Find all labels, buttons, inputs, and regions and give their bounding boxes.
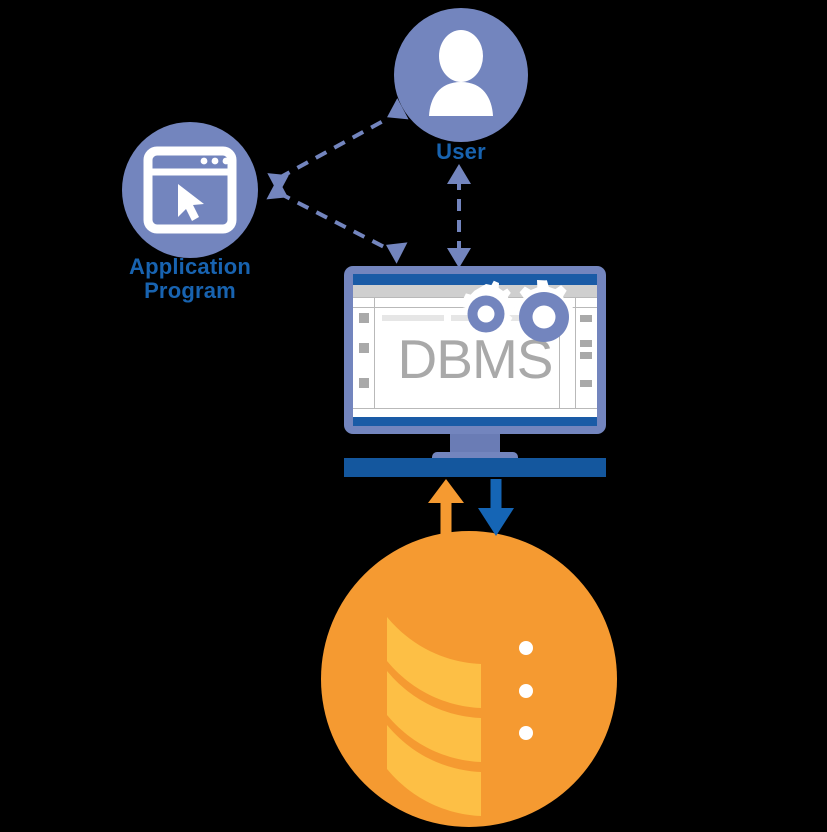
connector-user-to-dbms [447,164,471,268]
database-dot [519,641,533,655]
desk-bar [344,458,606,477]
node-dbms-monitor[interactable]: DBMS [344,266,606,434]
user-avatar-icon [429,30,493,116]
screen-field [487,315,542,321]
node-user[interactable] [394,8,528,142]
connector-database-read [428,479,464,556]
dbms-label: DBMS [397,328,554,390]
connector-application-to-dbms [266,178,408,264]
screen-titlebar [353,274,597,285]
screen-column-divider [559,297,560,409]
screen-left-chip [359,378,369,388]
screen-right-chip [580,352,592,359]
screen-column-divider [575,297,576,409]
screen-left-chip [359,313,369,323]
connector-user-to-application [267,98,409,195]
screen-right-chip [580,380,592,387]
screen-rule [353,408,597,409]
gear-large-icon [514,280,573,342]
node-application-program-label: Application Program [129,254,251,303]
screen-right-chip [580,340,592,347]
dbms-screen: DBMS [353,274,597,426]
application-window-cursor-icon [143,146,237,234]
node-application-program[interactable] [122,122,258,258]
screen-bottombar [353,417,597,426]
node-user-label: User [436,139,486,164]
connector-database-write [478,479,514,536]
node-database[interactable] [321,531,617,827]
gears-group [461,280,573,342]
database-dot [519,684,533,698]
gear-small-icon [461,280,515,333]
screen-right-chip [580,315,592,322]
screen-left-chip [359,343,369,353]
screen-column-divider [374,297,375,409]
database-dot [519,726,533,740]
database-cylinder-icon [387,617,533,816]
screen-field [382,315,444,321]
screen-field [451,315,481,321]
